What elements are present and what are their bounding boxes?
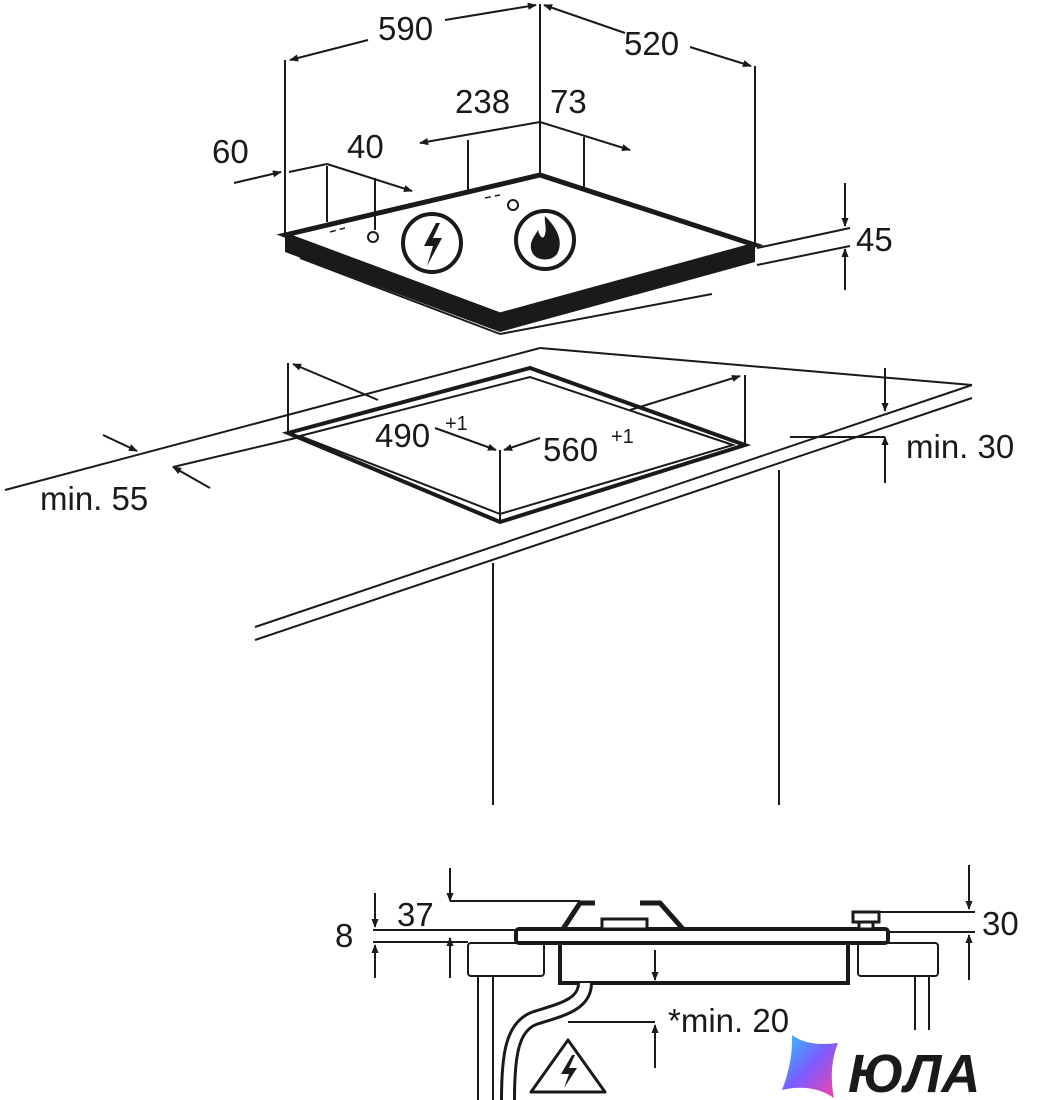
dimension-590-520: 590 520 bbox=[284, 2, 756, 245]
dim-cutout-width-tol: +1 bbox=[611, 426, 634, 448]
hob-bottom-edge-2 bbox=[499, 293, 713, 335]
dimension-min-55: min. 55 bbox=[40, 434, 301, 517]
worktop bbox=[4, 347, 973, 805]
dim-height: 45 bbox=[856, 221, 893, 258]
dim-min-front: min. 55 bbox=[40, 480, 148, 517]
dim-cutout-width: 560 bbox=[543, 431, 598, 468]
section-view bbox=[467, 900, 939, 1100]
dim-cutout-depth: 490 bbox=[375, 417, 430, 454]
flame-icon bbox=[514, 209, 576, 271]
dim-cutout-depth-tol: +1 bbox=[445, 413, 468, 435]
dimension-section: 37 8 30 *min. 20 bbox=[335, 865, 1019, 1068]
dim-side-30: 30 bbox=[982, 905, 1019, 942]
hob-side-band bbox=[285, 235, 500, 332]
dim-offset-40: 40 bbox=[347, 128, 384, 165]
electric-warning-icon bbox=[529, 1038, 607, 1094]
dim-side-37: 37 bbox=[397, 896, 434, 933]
dimension-60-40: 60 40 bbox=[212, 128, 413, 230]
dim-offset-238: 238 bbox=[455, 83, 510, 120]
dim-min-back: min. 30 bbox=[906, 428, 1014, 465]
watermark-logo: ЮЛА bbox=[782, 1035, 980, 1100]
dim-offset-60: 60 bbox=[212, 133, 249, 170]
dim-width: 590 bbox=[378, 10, 433, 47]
dim-offset-73: 73 bbox=[550, 83, 587, 120]
hob-appliance bbox=[276, 172, 764, 335]
dimension-238-73: 238 73 bbox=[419, 83, 631, 190]
watermark-text: ЮЛА bbox=[848, 1044, 980, 1100]
dimension-min-30: min. 30 bbox=[790, 368, 1014, 483]
dimension-cutout: 490 +1 560 +1 bbox=[287, 363, 746, 522]
hob-bottom-edge bbox=[299, 257, 501, 335]
lightning-bolt-icon bbox=[401, 212, 463, 274]
hob-front-band bbox=[500, 245, 755, 332]
hob-dash-2 bbox=[484, 194, 501, 199]
dim-depth: 520 bbox=[624, 25, 679, 62]
hob-dash bbox=[329, 227, 346, 233]
hob-indicator-dot bbox=[367, 231, 379, 243]
dim-min-clearance: *min. 20 bbox=[668, 1002, 789, 1039]
dimension-45: 45 bbox=[756, 183, 893, 290]
hob-indicator-dot-2 bbox=[507, 199, 519, 211]
dim-side-8: 8 bbox=[335, 917, 353, 954]
